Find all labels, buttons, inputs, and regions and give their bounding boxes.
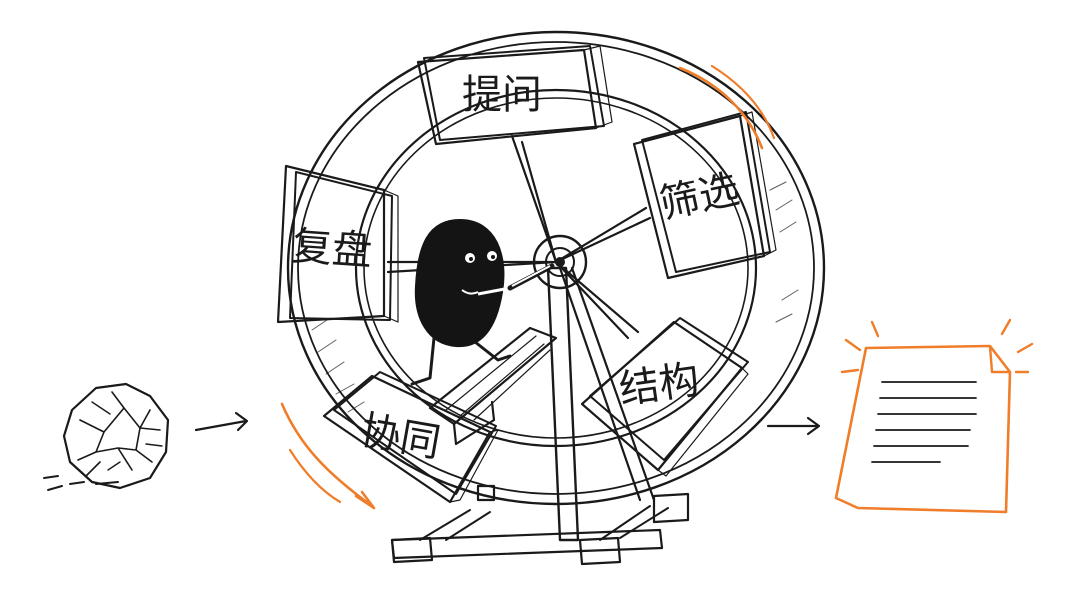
motion-lines <box>280 64 776 510</box>
card-label-lower-right: 结构 <box>616 357 702 414</box>
card-label-upper-right: 筛选 <box>655 166 743 228</box>
card-label-lower-left: 协同 <box>357 407 444 466</box>
wheel-card-top: 提问 <box>416 45 613 146</box>
bean-character-icon <box>410 218 555 386</box>
document-icon <box>834 318 1034 514</box>
wheel-card-lower-right: 结构 <box>580 317 749 477</box>
wheel-stand <box>390 484 690 566</box>
wheel <box>286 30 826 542</box>
card-label-upper-left: 复盘 <box>291 223 374 274</box>
output-arrow <box>766 416 821 436</box>
wheel-card-upper-left: 复盘 <box>276 164 399 324</box>
card-label-top: 提问 <box>462 72 542 118</box>
crumpled-paper-icon <box>43 382 170 491</box>
input-arrow <box>194 411 249 432</box>
